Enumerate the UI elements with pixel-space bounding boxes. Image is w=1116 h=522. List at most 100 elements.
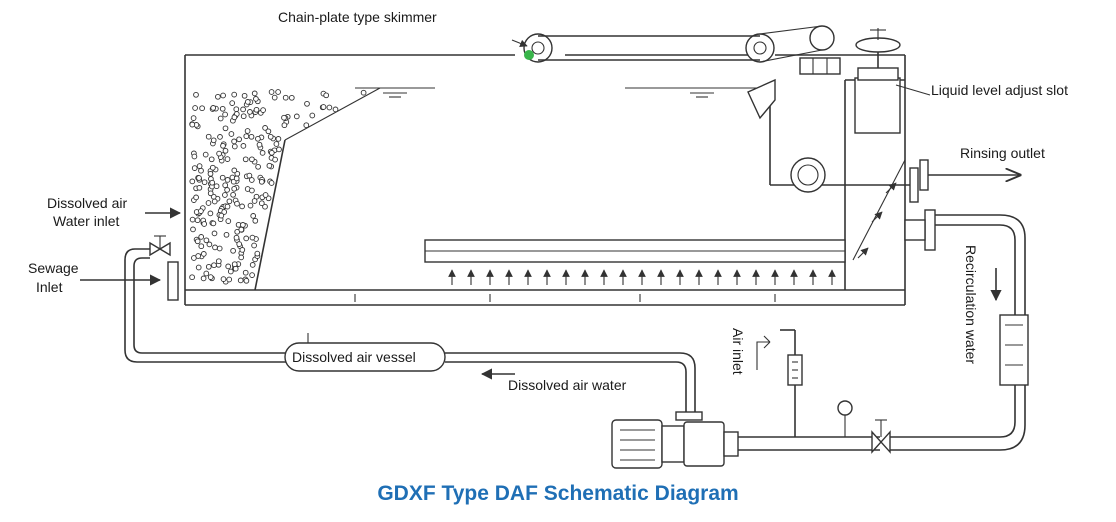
bubble (205, 200, 212, 206)
bubble (215, 93, 221, 100)
bubble (199, 105, 205, 112)
bubble (230, 191, 236, 198)
bubble (266, 162, 273, 169)
bubble (215, 258, 222, 265)
bubble (231, 138, 237, 145)
bubble (198, 208, 204, 214)
bubble (229, 100, 236, 106)
bubble (231, 143, 238, 150)
bubble (208, 156, 215, 163)
bubble (194, 238, 201, 245)
bubble (226, 198, 233, 205)
bubble (255, 135, 261, 142)
outlet-flow-arrows (857, 182, 897, 259)
bubble (189, 274, 195, 281)
bubble (217, 115, 224, 122)
bubble (237, 277, 244, 284)
bubble (198, 243, 205, 250)
bubble (288, 94, 295, 101)
bubble (203, 270, 210, 277)
bubble (243, 235, 250, 242)
bubble (303, 122, 310, 129)
bubble (231, 114, 238, 121)
bubble (282, 94, 289, 101)
bubble (281, 122, 288, 129)
bubble (236, 241, 243, 247)
bubble (268, 149, 275, 156)
bubble (332, 106, 339, 113)
bubble (251, 90, 258, 97)
bubble (193, 91, 199, 98)
bubble (211, 198, 218, 205)
bubble (248, 133, 255, 140)
bubble (249, 234, 256, 241)
bubble (320, 104, 327, 110)
bubble (222, 192, 228, 198)
recirculation-line (904, 209, 1029, 451)
bubble (192, 105, 198, 111)
bubble (255, 163, 261, 170)
label-dissolved-air-line1: Dissolved air (47, 195, 127, 211)
bubble (191, 165, 198, 171)
pump-motor (611, 411, 739, 469)
bubble (198, 167, 204, 174)
bubble (207, 190, 214, 197)
bubble (202, 151, 209, 158)
label-skimmer: Chain-plate type skimmer (278, 9, 437, 25)
bubble (259, 150, 266, 156)
bubble (241, 92, 248, 99)
bubble (304, 100, 310, 107)
bubble (227, 268, 234, 275)
bubble (195, 253, 202, 259)
bubble (201, 221, 208, 227)
bubble (194, 217, 201, 224)
bubble (211, 230, 218, 237)
bubble (196, 184, 203, 191)
rinsing-pipe (769, 90, 1020, 203)
bubble (189, 178, 196, 185)
bubble (253, 106, 260, 113)
bubble (207, 210, 214, 217)
bubble (222, 125, 229, 132)
release-header-pipe (424, 239, 846, 263)
bubble (218, 212, 225, 219)
bubble (247, 202, 254, 209)
bubble (206, 241, 213, 248)
bubble (231, 91, 238, 98)
bubble (231, 261, 238, 268)
bubble (210, 137, 217, 144)
bubble (222, 182, 229, 189)
bubble (360, 89, 367, 96)
bubble (207, 170, 214, 177)
bubble (205, 263, 212, 270)
bubble (222, 147, 229, 154)
dissolved-air-vessel (284, 333, 696, 420)
bubble (262, 125, 268, 131)
inlet-piping (80, 207, 290, 363)
bubble (213, 183, 220, 190)
bubble (190, 226, 196, 233)
bubble (210, 220, 217, 227)
label-dissolved-air-line2: Water inlet (53, 213, 120, 229)
bubble (221, 209, 228, 215)
diagram-title: GDXF Type DAF Schematic Diagram (377, 482, 738, 505)
label-sewage-line2: Inlet (36, 279, 63, 295)
label-rinsing-outlet: Rinsing outlet (960, 145, 1045, 161)
bubble (200, 251, 207, 257)
bubble (210, 105, 217, 111)
bubble (239, 203, 245, 210)
bubble (233, 175, 240, 182)
bubble (238, 226, 245, 233)
bubble (196, 163, 203, 169)
bubble (232, 265, 239, 272)
bubble (209, 179, 216, 186)
bubble (196, 175, 202, 181)
bubble (224, 177, 231, 183)
bubble (222, 111, 228, 118)
bubble (258, 200, 265, 207)
bubble (211, 262, 217, 269)
bubble (256, 141, 263, 148)
bubble (309, 112, 316, 119)
bubble (189, 216, 196, 223)
